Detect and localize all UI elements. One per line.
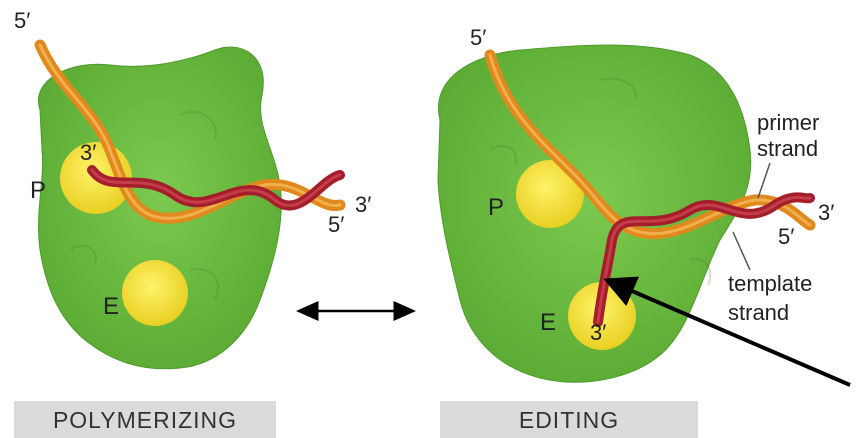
caption-editing: EDITING (519, 407, 619, 433)
strand-3prime-end-label-right: 3′ (818, 200, 834, 225)
polymerizing-panel: 5′ 3′ 3′ 5′ P E POLYMERIZING (14, 8, 371, 438)
p-site-label-left: P (30, 177, 46, 204)
template-leader-line (733, 232, 750, 270)
template-strand-label: template strand (728, 271, 819, 325)
primer-leader-line (758, 163, 770, 198)
primer-strand-label: primer strand (757, 110, 825, 161)
template-5prime-label-right: 5′ (470, 25, 486, 50)
template-strand-label-line2: strand (728, 300, 789, 325)
primer-strand-label-line2: strand (757, 136, 818, 161)
strand-3prime-end-label-left: 3′ (355, 192, 371, 217)
p-site-label-right: P (488, 194, 504, 221)
editing-panel: 5′ 3′ 3′ 5′ P E primer strand template s… (438, 25, 834, 438)
e-site-left (122, 260, 188, 326)
strand-5prime-end-label-right: 5′ (778, 224, 794, 249)
primer-3prime-in-site-label-left: 3′ (80, 140, 96, 165)
e-site-label-left: E (103, 293, 119, 320)
e-site-label-right: E (540, 309, 556, 336)
primer-3prime-in-site-label-right: 3′ (590, 320, 606, 345)
primer-strand-label-line1: primer (757, 110, 819, 135)
caption-polymerizing: POLYMERIZING (53, 407, 237, 433)
template-strand-label-line1: template (728, 271, 812, 296)
template-5prime-label-left: 5′ (14, 8, 30, 33)
strand-5prime-end-label-left: 5′ (328, 212, 344, 237)
